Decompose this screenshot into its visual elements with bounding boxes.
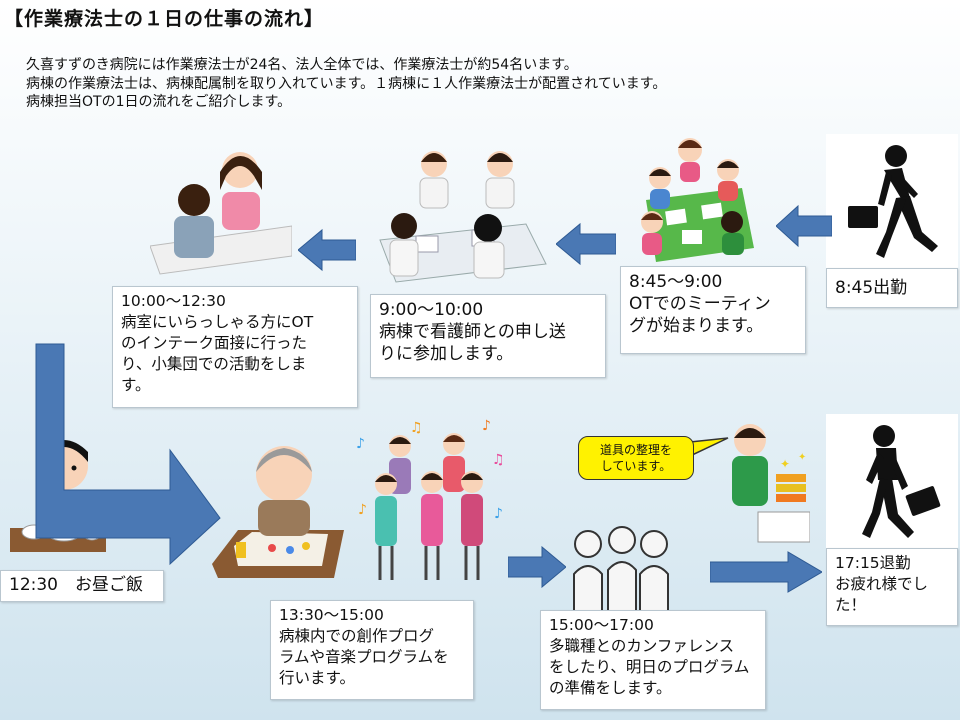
arrow-3-to-4 <box>298 228 356 272</box>
intro-line: 久喜すずのき病院には作業療法士が24名、法人全体では、作業療法士が約54名います… <box>26 57 578 73</box>
intro-line: 病棟の作業療法士は、病棟配属制を取り入れています。１病棟に１人作業療法士が配置さ… <box>26 75 667 92</box>
commuter-leave-illustration <box>826 414 958 548</box>
arrow-1-to-2 <box>776 204 832 248</box>
tool-organizing-callout: 道具の整理を しています。 <box>578 436 694 480</box>
step-box-lunch: 12:30 お昼ご飯 <box>0 570 164 602</box>
svg-text:♪: ♪ <box>358 502 367 518</box>
step-text: ラムや音楽プログラムを <box>279 648 449 666</box>
tool-organizing-illustration: ✦✦ <box>732 424 810 543</box>
step-text: のインテーク面接に行った <box>121 334 308 352</box>
step-text: 病棟内での創作プログ <box>279 627 435 645</box>
choir-illustration: ♪ ♫ ♪ ♫ ♪ ♪ <box>356 418 505 580</box>
step-box-interview: 10:00～12:30 病室にいらっしゃる方にOT のインテーク面接に行った り… <box>112 286 358 408</box>
step-box-conference: 15:00～17:00 多職種とのカンファレンス をしたり、明日のプログラム の… <box>540 610 766 710</box>
callout-pointer <box>690 437 729 457</box>
arrow-2-to-3 <box>556 222 616 266</box>
arrow-6-to-7 <box>508 546 566 588</box>
step-box-program: 13:30～15:00 病棟内での創作プログ ラムや音楽プログラムを 行います。 <box>270 600 474 700</box>
svg-text:✦: ✦ <box>798 452 806 463</box>
step-time: 10:00～12:30 <box>121 292 226 310</box>
intro-line: 病棟担当OTの1日の流れをご紹介します。 <box>26 94 292 110</box>
svg-text:✦: ✦ <box>780 457 790 471</box>
step-time: 9:00～10:00 <box>379 300 484 320</box>
svg-text:♪: ♪ <box>356 436 365 452</box>
step-text: グが始まります。 <box>629 316 764 336</box>
arrow-7-to-8 <box>710 551 822 593</box>
callout-line: しています。 <box>600 459 672 473</box>
craft-illustration <box>212 446 344 578</box>
step-text: 病棟で看護師との申し送 <box>379 322 566 342</box>
handover-illustration <box>379 151 547 283</box>
conference-illustration <box>573 526 669 610</box>
step-box-meeting: 8:45～9:00 OTでのミーティン グが始まります。 <box>620 266 806 354</box>
svg-text:♫: ♫ <box>410 420 423 436</box>
step-text: 行います。 <box>279 669 355 687</box>
step-text: た！ <box>835 596 867 614</box>
step-text: OTでのミーティン <box>629 294 771 314</box>
callout-line: 道具の整理を <box>599 443 672 457</box>
step-text: 多職種とのカンファレンス <box>549 637 735 655</box>
step-text: の準備をします。 <box>549 679 672 697</box>
step-box-handover: 9:00～10:00 病棟で看護師との申し送 りに参加します。 <box>370 294 606 378</box>
step-text: り、小集団での活動をしま <box>121 355 307 373</box>
step-time: 8:45～9:00 <box>629 272 723 292</box>
page-title: 【作業療法士の１日の仕事の流れ】 <box>4 8 325 30</box>
step-text: 8:45出勤 <box>835 278 908 298</box>
step-text: りに参加します。 <box>379 344 514 364</box>
step-box-leave: 17:15退勤 お疲れ様でし た！ <box>826 548 958 626</box>
step-time: 15:00～17:00 <box>549 616 654 634</box>
step-text: をしたり、明日のプログラム <box>549 658 750 676</box>
step-text: す。 <box>121 376 151 394</box>
svg-text:♫: ♫ <box>492 452 505 468</box>
svg-text:♪: ♪ <box>482 418 491 434</box>
step-text: 12:30 お昼ご飯 <box>9 575 143 595</box>
step-time: 17:15退勤 <box>835 554 911 572</box>
step-text: お疲れ様でし <box>835 575 929 593</box>
arrow-4-to-6 <box>35 343 221 566</box>
commuter-arrive-illustration <box>826 134 958 268</box>
step-time: 13:30～15:00 <box>279 606 384 624</box>
step-box-arrive: 8:45出勤 <box>826 268 958 308</box>
intro-text: 久喜すずのき病院には作業療法士が24名、法人全体では、作業療法士が約54名います… <box>26 56 666 112</box>
interview-illustration <box>150 152 292 275</box>
meeting-illustration <box>641 138 754 262</box>
svg-text:♪: ♪ <box>494 506 503 522</box>
step-text: 病室にいらっしゃる方にOT <box>121 313 314 331</box>
